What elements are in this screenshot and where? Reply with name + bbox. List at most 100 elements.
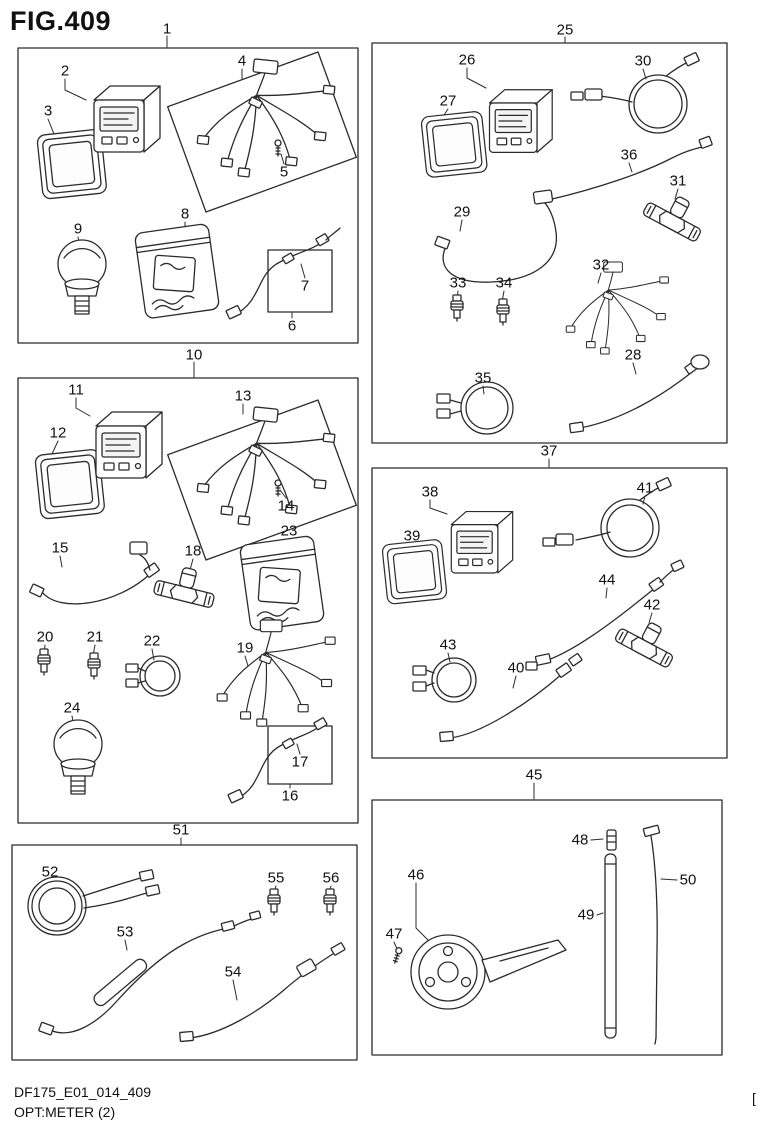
cable-15	[29, 541, 160, 605]
group-boxes	[11, 42, 728, 1061]
part-label-19: 19	[236, 639, 254, 657]
cable-16	[227, 717, 328, 804]
group-box-37	[371, 467, 728, 759]
part-label-20: 20	[36, 628, 54, 646]
part-label-39: 39	[403, 527, 421, 545]
box-45-parts	[391, 824, 661, 1045]
part-label-41: 41	[636, 479, 654, 497]
part-label-5: 5	[279, 163, 289, 181]
tee-joint-42	[613, 610, 684, 669]
flush-attachment-46	[410, 934, 567, 1010]
part-label-23: 23	[280, 522, 298, 540]
part-label-35: 35	[474, 369, 492, 387]
sensor-33	[450, 294, 464, 322]
cable-28	[568, 354, 710, 434]
wire-harness-4	[193, 53, 338, 186]
tube-49	[604, 853, 617, 1039]
part-label-38: 38	[421, 483, 439, 501]
part-label-30: 30	[634, 52, 652, 70]
meter-bezel-27	[420, 110, 489, 179]
part-label-32: 32	[592, 256, 610, 274]
group-box-1	[17, 47, 359, 344]
meter-unit-38	[450, 510, 514, 574]
figure-code: DF175_E01_014_409	[14, 1084, 152, 1100]
tip-48	[606, 829, 617, 851]
sub-box-7	[267, 249, 333, 313]
part-label-21: 21	[86, 628, 104, 646]
part-label-1: 1	[162, 20, 172, 38]
sensor-34	[496, 298, 510, 326]
page-edge-bracket: [	[752, 1090, 756, 1106]
parts-bag-8	[133, 222, 221, 320]
wire-harness-32	[565, 261, 669, 355]
part-label-2: 2	[60, 62, 70, 80]
part-label-18: 18	[184, 542, 202, 560]
part-label-31: 31	[669, 172, 687, 190]
cable-6	[225, 227, 341, 320]
part-label-13: 13	[234, 387, 252, 405]
group-box-10	[17, 377, 359, 824]
box-51-parts	[27, 869, 346, 1043]
group-box-45	[371, 799, 723, 1056]
cable-36	[547, 135, 713, 201]
part-label-25: 25	[556, 21, 574, 39]
part-label-51: 51	[172, 821, 190, 839]
part-label-46: 46	[407, 866, 425, 884]
group-box-51	[11, 844, 358, 1061]
part-label-15: 15	[51, 539, 69, 557]
part-label-17: 17	[291, 753, 309, 771]
part-label-43: 43	[439, 636, 457, 654]
part-label-14: 14	[277, 497, 295, 515]
part-label-54: 54	[224, 963, 242, 981]
screw-14	[274, 479, 282, 497]
part-label-8: 8	[180, 205, 190, 223]
leader-lines	[43, 35, 679, 1001]
part-label-3: 3	[43, 102, 53, 120]
sensor-55	[267, 888, 281, 916]
part-label-45: 45	[525, 766, 543, 784]
part-label-28: 28	[624, 346, 642, 364]
coil-cable-41	[542, 477, 672, 558]
wire-harness-19	[216, 619, 336, 727]
part-label-44: 44	[598, 571, 616, 589]
harness-sub-box-13	[167, 399, 357, 561]
part-label-37: 37	[540, 442, 558, 460]
cable-40	[439, 653, 583, 743]
part-label-47: 47	[385, 925, 403, 943]
screw-47	[391, 946, 404, 965]
part-label-6: 6	[287, 317, 297, 335]
figure-caption: OPT:METER (2)	[14, 1104, 116, 1120]
screw-5	[274, 139, 282, 157]
dome-gauge-24	[53, 719, 103, 795]
meter-unit-2	[93, 85, 161, 153]
meter-bezel-39	[381, 538, 448, 606]
tee-joint-18	[152, 560, 221, 609]
part-label-33: 33	[449, 274, 467, 292]
box-37-parts	[381, 477, 685, 743]
figure-title: FIG.409	[10, 6, 112, 36]
part-label-56: 56	[322, 869, 340, 887]
part-label-24: 24	[63, 699, 81, 717]
sub-box-17	[267, 725, 333, 785]
meter-bezel-12	[34, 448, 106, 520]
sensor-20	[37, 648, 51, 676]
part-label-11: 11	[68, 381, 84, 399]
part-label-42: 42	[643, 596, 661, 614]
cable-44	[525, 559, 685, 671]
part-label-26: 26	[458, 51, 476, 69]
dome-gauge-9	[57, 239, 107, 315]
part-label-16: 16	[281, 787, 299, 805]
sensor-56	[323, 888, 337, 916]
part-label-27: 27	[439, 92, 457, 110]
speedometer-52	[27, 869, 161, 936]
coil-cable-22	[125, 655, 181, 697]
meter-unit-11	[95, 411, 163, 479]
cable-54	[179, 942, 346, 1043]
group-box-25	[371, 42, 728, 444]
meter-unit-26	[488, 89, 553, 154]
coil-cable-43	[412, 657, 477, 703]
part-label-48: 48	[571, 831, 589, 849]
coil-cable-35	[436, 381, 514, 435]
